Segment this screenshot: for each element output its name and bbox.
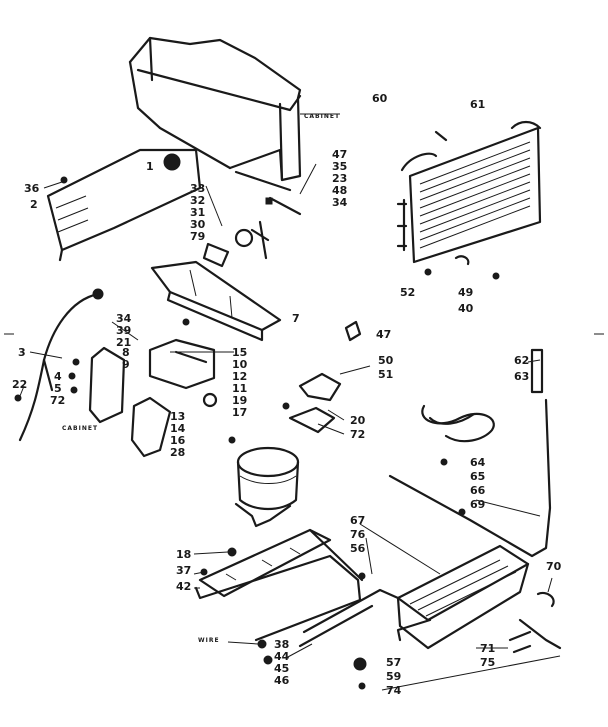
relay-assembly xyxy=(148,338,218,408)
part-label: 9 xyxy=(122,358,130,371)
part-label: 12 xyxy=(232,370,247,383)
part-label: 33 xyxy=(190,182,205,195)
part-label: 60 xyxy=(372,92,388,105)
part-labels: 60 61 36 2 1 33 32 31 30 79 47 35 23 48 … xyxy=(12,92,562,697)
fan-motor xyxy=(202,196,302,268)
part-label: 7 xyxy=(292,312,300,325)
cover-box xyxy=(128,36,340,192)
drip-tray xyxy=(396,544,530,650)
part-label: 3 xyxy=(18,346,26,359)
part-label: 71 xyxy=(480,642,495,655)
part-label: 70 xyxy=(546,560,562,573)
part-label: 63 xyxy=(514,370,529,383)
part-label: 66 xyxy=(470,484,486,497)
part-label: 56 xyxy=(350,542,366,555)
part-label: 62 xyxy=(514,354,529,367)
callout-cabinet-left: CABINET xyxy=(62,425,98,432)
part-label: 5 xyxy=(54,382,62,395)
power-cord xyxy=(18,288,104,442)
part-label: 67 xyxy=(350,514,365,527)
part-label: 49 xyxy=(458,286,473,299)
part-label: 46 xyxy=(274,674,290,687)
callout-cabinet-top: CABINET xyxy=(304,113,340,120)
part-label: 47 xyxy=(376,328,391,341)
part-label: 75 xyxy=(480,656,495,669)
part-label: 1 xyxy=(146,160,154,173)
part-label: 76 xyxy=(350,528,366,541)
part-label: 13 xyxy=(170,410,185,423)
part-label: 72 xyxy=(350,428,365,441)
part-label: 17 xyxy=(232,406,247,419)
part-label: 14 xyxy=(170,422,186,435)
part-label: 28 xyxy=(170,446,185,459)
part-label: 31 xyxy=(190,206,205,219)
part-label: 72 xyxy=(50,394,65,407)
part-label: 64 xyxy=(470,456,486,469)
part-label: 79 xyxy=(190,230,205,243)
part-label: 15 xyxy=(232,346,247,359)
part-label: 8 xyxy=(122,346,130,359)
part-label: 23 xyxy=(332,172,347,185)
terminal-cover xyxy=(88,346,172,458)
part-label: 21 xyxy=(116,336,131,349)
leader-lines xyxy=(4,163,604,691)
callout-wire: WIRE xyxy=(198,637,220,644)
part-label: 11 xyxy=(232,382,247,395)
part-label: 34 xyxy=(332,196,348,209)
compressor xyxy=(234,446,300,528)
part-label: 32 xyxy=(190,194,205,207)
part-label: 61 xyxy=(470,98,485,111)
mounting-bracket xyxy=(150,260,282,342)
part-label: 48 xyxy=(332,184,347,197)
part-label: 65 xyxy=(470,470,485,483)
part-label: 10 xyxy=(232,358,248,371)
part-label: 36 xyxy=(24,182,40,195)
part-label: 34 xyxy=(116,312,132,325)
part-label: 19 xyxy=(232,394,247,407)
part-label: 38 xyxy=(274,638,289,651)
part-label: 50 xyxy=(378,354,394,367)
part-label: 2 xyxy=(30,198,38,211)
part-label: 20 xyxy=(350,414,366,427)
part-label: 30 xyxy=(190,218,206,231)
part-label: 4 xyxy=(54,370,62,383)
part-label: 47 xyxy=(332,148,347,161)
part-label: 51 xyxy=(378,368,393,381)
part-label: 40 xyxy=(458,302,474,315)
part-label: 74 xyxy=(386,684,402,697)
drain-tube-coil xyxy=(388,348,552,558)
fasteners xyxy=(14,176,532,690)
part-label: 42 xyxy=(176,580,191,593)
part-label: 35 xyxy=(332,160,347,173)
part-label: 22 xyxy=(12,378,27,391)
fan-shroud-panel xyxy=(46,148,202,262)
part-label: 69 xyxy=(470,498,485,511)
part-label: 16 xyxy=(170,434,186,447)
part-label: 57 xyxy=(386,656,401,669)
part-label: 39 xyxy=(116,324,131,337)
base-cradle xyxy=(194,528,364,642)
tubes xyxy=(298,588,562,650)
part-label: 45 xyxy=(274,662,289,675)
part-label: 44 xyxy=(274,650,290,663)
part-label: 59 xyxy=(386,670,401,683)
part-label: 18 xyxy=(176,548,191,561)
part-label: 37 xyxy=(176,564,191,577)
part-label: 52 xyxy=(400,286,415,299)
overload-bracket xyxy=(288,320,362,434)
condenser-coil xyxy=(396,120,542,266)
